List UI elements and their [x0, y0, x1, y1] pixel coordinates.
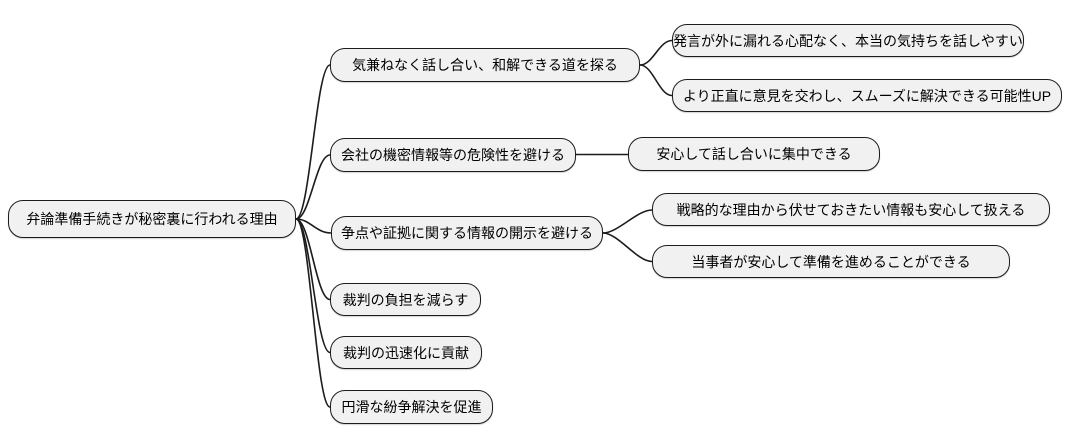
edge-root-to-branch-6: [295, 218, 331, 408]
edge-root-to-branch-1: [295, 64, 331, 220]
leaf-node-3-2: 当事者が安心して準備を進めることができる: [652, 245, 1010, 278]
edge-root-to-branch-3: [295, 218, 332, 234]
branch-node-6-label: 円滑な紛争解決を促進: [341, 399, 482, 415]
edge-root-to-branch-2: [295, 154, 331, 220]
root-node-label: 弁論準備手続きが秘密裏に行われる理由: [26, 211, 278, 227]
branch-node-1-label: 気兼ねなく話し合い、和解できる道を探る: [352, 57, 618, 73]
leaf-node-2-1: 安心して話し合いに集中できる: [628, 137, 880, 171]
leaf-node-3-2-label: 当事者が安心して準備を進めることができる: [691, 253, 971, 270]
leaf-node-1-2: より正直に意見を交わし、スムーズに解決できる可能性UP: [672, 79, 1062, 112]
branch-node-5: 裁判の迅速化に貢献: [330, 336, 482, 369]
branch-node-1: 気兼ねなく話し合い、和解できる道を探る: [330, 48, 640, 82]
edge-branch3-to-leaf2: [602, 232, 653, 263]
branch-node-4: 裁判の負担を減らす: [330, 283, 481, 316]
leaf-node-3-1: 戦略的な理由から伏せておきたい情報も安心して扱える: [652, 193, 1050, 226]
leaf-node-3-1-label: 戦略的な理由から伏せておきたい情報も安心して扱える: [676, 201, 1026, 218]
edge-branch3-to-leaf1: [602, 209, 653, 234]
branch-node-3-label: 争点や証拠に関する情報の開示を避ける: [341, 225, 593, 241]
edge-root-to-branch-5: [295, 218, 331, 354]
root-node: 弁論準備手続きが秘密裏に行われる理由: [8, 200, 296, 238]
leaf-node-1-1-label: 発言が外に漏れる心配なく、本当の気持ちを話しやすい: [673, 32, 1023, 49]
branch-node-4-label: 裁判の負担を減らす: [342, 291, 469, 308]
branch-node-3: 争点や証拠に関する情報の開示を避ける: [331, 216, 603, 250]
branch-node-5-label: 裁判の迅速化に貢献: [343, 344, 469, 361]
leaf-node-2-1-label: 安心して話し合いに集中できる: [656, 146, 852, 162]
leaf-node-1-1: 発言が外に漏れる心配なく、本当の気持ちを話しやすい: [672, 24, 1024, 57]
edge-branch1-to-leaf1: [639, 39, 673, 66]
branch-node-2: 会社の機密情報等の危険性を避ける: [330, 138, 576, 172]
edge-branch1-to-leaf2: [639, 64, 673, 97]
branch-node-2-label: 会社の機密情報等の危険性を避ける: [341, 147, 565, 163]
branch-node-6: 円滑な紛争解決を促進: [330, 390, 493, 424]
leaf-node-1-2-label: より正直に意見を交わし、スムーズに解決できる可能性UP: [682, 87, 1052, 104]
